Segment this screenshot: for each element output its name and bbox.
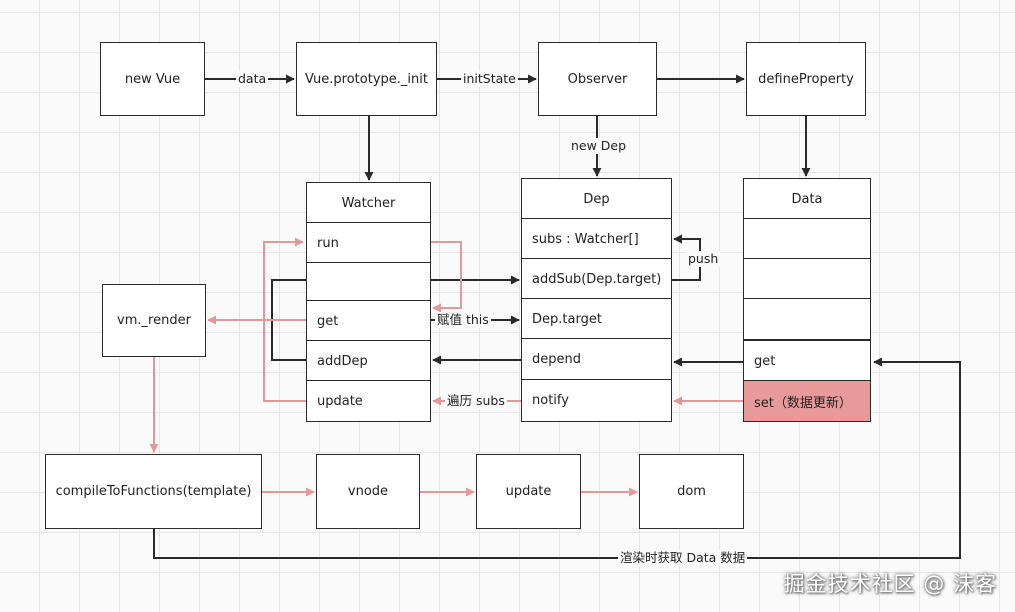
watcher-row-empty [306, 262, 431, 302]
dep-row-subs: subs : Watcher[] [521, 218, 672, 260]
edge-label-initstate: initState [461, 71, 518, 87]
node-update-label: update [505, 484, 552, 499]
dep-row-addsub: addSub(Dep.target) [521, 258, 672, 300]
arrow-render-to-dataget [153, 357, 961, 559]
node-define-property: defineProperty [746, 42, 866, 116]
node-vm-render: vm._render [102, 284, 206, 357]
edge-label-render-get-data: 渲染时获取 Data 数据 [618, 550, 748, 566]
arrow-run-to-get [430, 241, 462, 313]
node-update: update [476, 454, 581, 529]
node-dom-label: dom [677, 484, 706, 499]
watcher-title: Watcher [306, 182, 431, 224]
dep-title: Dep [521, 178, 672, 220]
node-new-vue: new Vue [100, 42, 205, 116]
edge-label-traverse-subs: 遍历 subs [445, 393, 507, 409]
data-row-empty-2 [743, 258, 871, 300]
arrow-update-to-run [263, 237, 306, 402]
node-vnode: vnode [316, 454, 420, 529]
dep-row-notify: notify [521, 379, 672, 422]
dep-row-deptarget: Dep.target [521, 298, 672, 340]
edge-label-assign-this: 赋值 this [435, 312, 491, 328]
edge-label-data: data [236, 71, 269, 87]
data-row-empty-1 [743, 218, 871, 260]
edge-label-new-dep: new Dep [569, 138, 629, 154]
watermark: 掘金技术社区 @ 沫客 [783, 572, 997, 596]
dep-row-depend: depend [521, 338, 672, 381]
data-row-get: get [743, 340, 871, 382]
watcher-row-adddep: addDep [306, 340, 431, 382]
node-observer-label: Observer [567, 71, 628, 87]
data-row-set: set（数据更新） [743, 380, 871, 422]
watcher-row-update: update [306, 380, 431, 422]
watcher-row-run: run [306, 222, 431, 264]
node-vnode-label: vnode [347, 484, 389, 499]
node-vm-render-label: vm._render [117, 313, 191, 328]
node-new-vue-label: new Vue [124, 71, 181, 87]
node-vue-init: Vue.prototype._init [296, 42, 437, 116]
data-row-empty-3 [743, 298, 871, 340]
data-title: Data [743, 178, 871, 220]
watcher-row-get: get [306, 300, 431, 342]
node-dom: dom [639, 454, 744, 529]
node-observer: Observer [538, 42, 657, 116]
node-compile-label: compileToFunctions(template) [55, 484, 252, 499]
edge-label-push: push [686, 251, 721, 267]
node-define-property-label: defineProperty [758, 71, 854, 87]
node-vue-init-label: Vue.prototype._init [305, 71, 428, 87]
node-compile: compileToFunctions(template) [45, 454, 262, 529]
